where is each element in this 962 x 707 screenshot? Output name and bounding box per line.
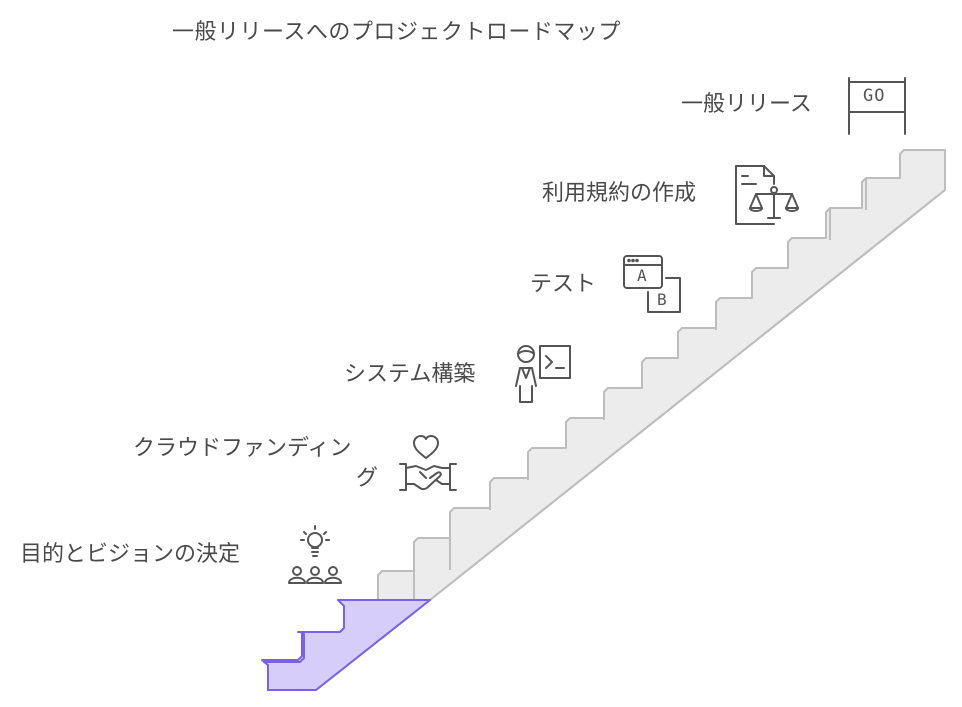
step-label-crowdfunding-line1: クラウドファンディン	[133, 436, 352, 461]
go-flag-icon: GO	[846, 76, 908, 140]
lightbulb-team-icon	[284, 524, 346, 592]
step-label-terms: 利用規約の作成	[542, 181, 697, 206]
step-label-release: 一般リリース	[681, 92, 812, 117]
stairs-upper	[377, 149, 946, 601]
step-label-test: テスト	[530, 272, 597, 297]
step-label-vision: 目的とビジョンの決定	[20, 542, 241, 567]
ab-test-icon: A B	[620, 252, 686, 322]
step-label-crowdfunding-line2: グ	[356, 466, 379, 491]
ab-test-label-a: A	[637, 266, 647, 285]
step-label-system: システム構築	[344, 362, 476, 387]
developer-terminal-icon	[508, 342, 574, 412]
heart-handshake-icon	[396, 434, 460, 500]
diagram-title: 一般リリースへのプロジェクトロードマップ	[172, 20, 621, 45]
document-scale-icon	[734, 162, 800, 232]
go-sign-text: GO	[863, 86, 886, 106]
ab-test-label-b: B	[657, 290, 667, 309]
